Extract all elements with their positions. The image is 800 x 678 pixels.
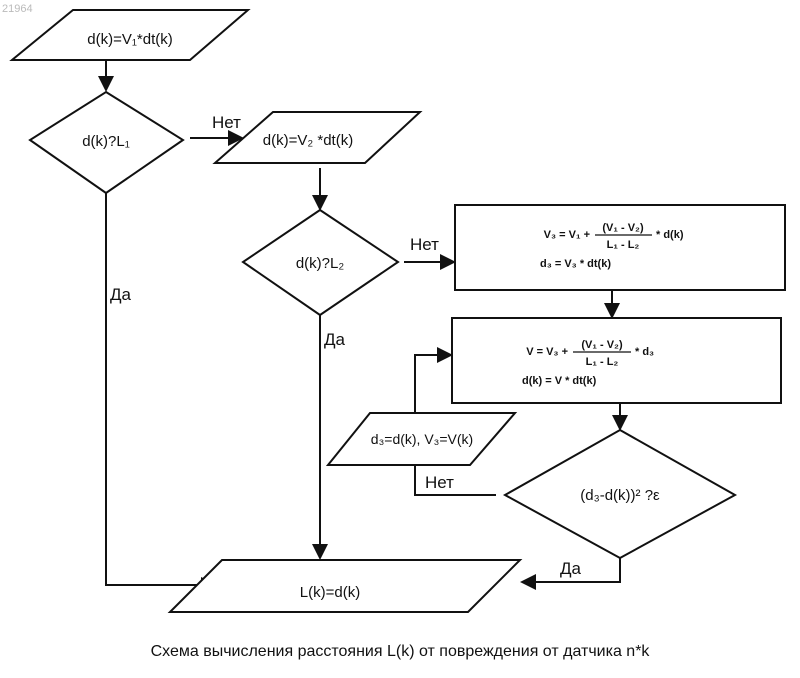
- label-yes-1: Да: [110, 285, 132, 304]
- calc2-io-block: d(k)=V₂ *dt(k): [215, 112, 420, 163]
- label-no-1: Нет: [212, 113, 241, 132]
- label-no-2: Нет: [410, 235, 439, 254]
- box2-denominator: L₁ - L₂: [586, 356, 619, 368]
- caption: Схема вычисления расстояния L(k) от повр…: [151, 643, 651, 660]
- condition-2-text: d(k)?L₂: [296, 255, 345, 272]
- box1-rhs: * d(k): [656, 229, 684, 241]
- arrow-assign-box2: [415, 355, 451, 413]
- calc2-text: d(k)=V₂ *dt(k): [263, 132, 353, 149]
- label-yes-3: Да: [560, 559, 582, 578]
- arrow-cond1-yes: [106, 193, 215, 585]
- condition-1-text: d(k)?L₁: [82, 133, 130, 150]
- box2-line2: d(k) = V * dt(k): [522, 375, 597, 387]
- box2-rhs: * d₃: [635, 346, 654, 358]
- box1-line2: d₃ = V₃ * dt(k): [540, 258, 611, 270]
- start-io-block: d(k)=V₁*dt(k): [12, 10, 248, 60]
- condition-1: d(k)?L₁: [30, 92, 183, 193]
- result-io-block: L(k)=d(k): [170, 560, 520, 612]
- watermark: 21964: [2, 3, 33, 15]
- label-yes-2: Да: [324, 330, 346, 349]
- box1-numerator: (V₁ - V₂): [602, 222, 644, 234]
- assign-text: d₃=d(k), V₃=V(k): [371, 431, 473, 447]
- box1-denominator: L₁ - L₂: [607, 239, 640, 251]
- box1-lhs: V₃ = V₁ +: [544, 229, 590, 241]
- process-box-1: V₃ = V₁ + (V₁ - V₂) L₁ - L₂ * d(k) d₃ = …: [455, 205, 785, 290]
- process-box-2: V = V₃ + (V₁ - V₂) L₁ - L₂ * d₃ d(k) = V…: [452, 318, 781, 403]
- assign-io-block: d₃=d(k), V₃=V(k): [328, 413, 515, 465]
- start-text: d(k)=V₁*dt(k): [87, 31, 173, 48]
- condition-3: (d₃-d(k))² ?ε: [505, 430, 735, 558]
- box2-numerator: (V₁ - V₂): [581, 339, 623, 351]
- box2-lhs: V = V₃ +: [526, 346, 568, 358]
- condition-3-text: (d₃-d(k))² ?ε: [580, 487, 660, 504]
- condition-2: d(k)?L₂: [243, 210, 398, 315]
- result-text: L(k)=d(k): [300, 584, 360, 601]
- label-no-3: Нет: [425, 473, 454, 492]
